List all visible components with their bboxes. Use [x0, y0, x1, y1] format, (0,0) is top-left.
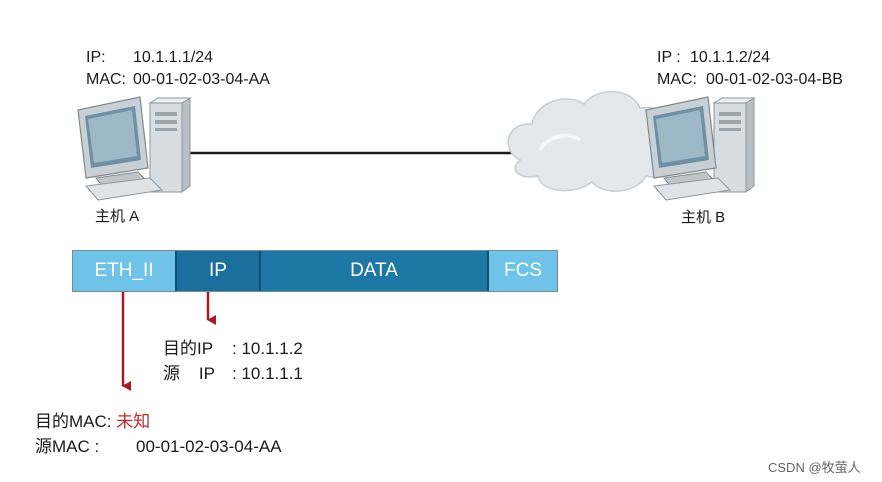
frame-eth-segment: ETH_II — [73, 251, 175, 291]
ip-src-value: : 10.1.1.1 — [232, 364, 303, 383]
ip-dst-value: : 10.1.1.2 — [232, 339, 303, 358]
host-a-ip-label: IP: — [86, 49, 106, 66]
mac-src-label: 源MAC : — [35, 437, 100, 456]
arrows-layer — [121, 292, 216, 391]
ip-dst-label: 目的IP — [163, 339, 214, 358]
frame-fcs-segment: FCS — [487, 251, 557, 291]
host-b-ip-value: 10.1.1.2/24 — [690, 49, 771, 66]
host-b-mac-label: MAC: — [657, 71, 697, 88]
host-a-mac-label: MAC: — [86, 71, 126, 88]
computer-a-icon — [77, 96, 192, 201]
network-diagram — [77, 90, 756, 201]
host-b-name: 主机 B — [681, 209, 726, 226]
host-a-name: 主机 A — [95, 208, 140, 225]
mac-dst-line: 目的MAC: 未知 — [35, 412, 150, 432]
frame-ip-segment: IP — [175, 251, 259, 291]
watermark: CSDN @牧萤人 — [768, 460, 861, 475]
computer-b-icon — [645, 96, 756, 201]
host-a-ip-value: 10.1.1.1/24 — [133, 49, 214, 66]
mac-dst-value: 未知 — [116, 412, 151, 431]
host-b-mac-value: 00-01-02-03-04-BB — [706, 71, 843, 88]
mac-dst-sep: : — [106, 412, 117, 431]
ethernet-frame: ETH_II IP DATA FCS — [72, 250, 558, 292]
host-b-ip-label: IP : — [657, 49, 681, 66]
mac-src-value: 00-01-02-03-04-AA — [136, 437, 282, 456]
ip-src-label: 源 IP — [163, 364, 215, 383]
frame-data-segment: DATA — [259, 251, 487, 291]
host-a-mac-value: 00-01-02-03-04-AA — [133, 71, 270, 88]
mac-dst-label: 目的MAC — [35, 412, 107, 431]
